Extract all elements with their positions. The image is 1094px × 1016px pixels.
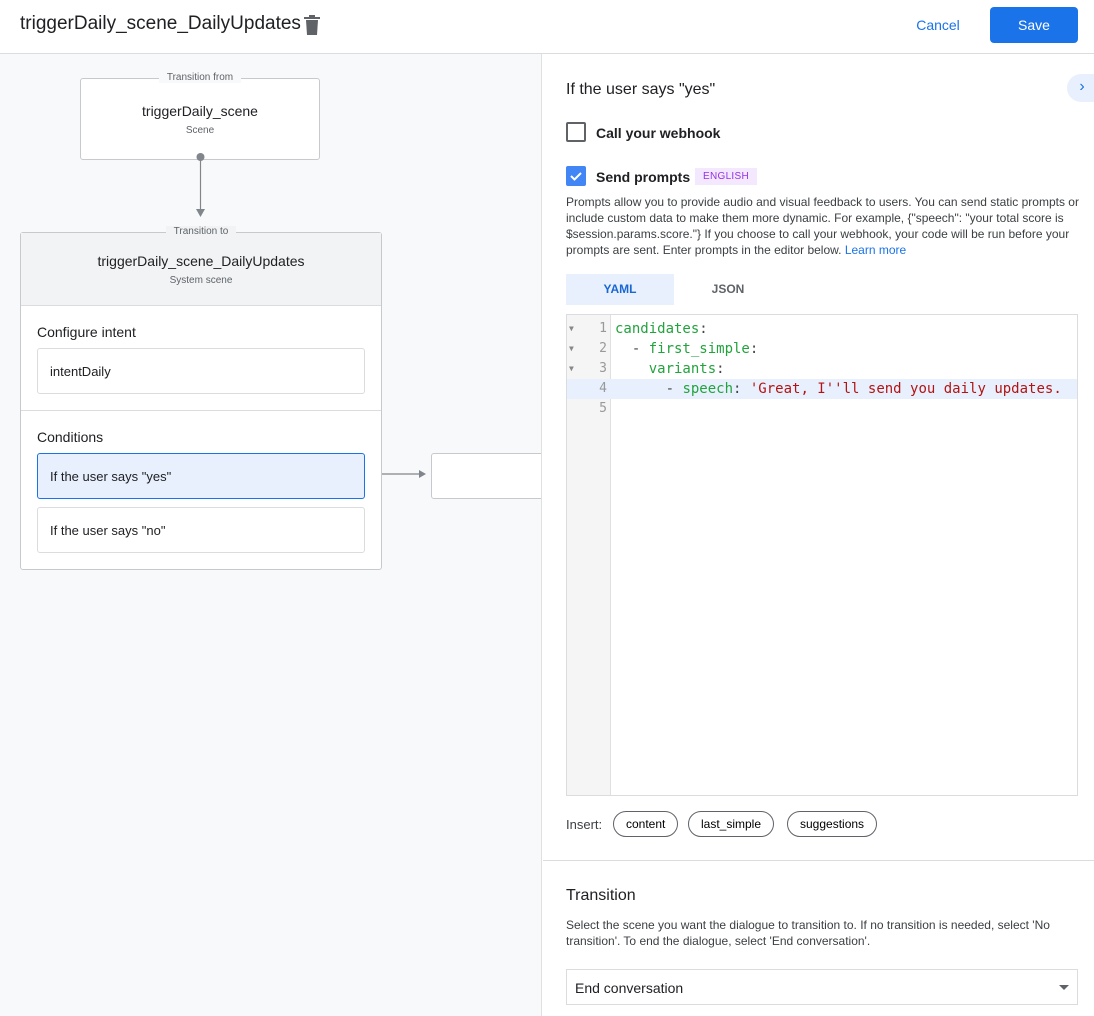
webhook-label: Call your webhook: [596, 125, 721, 141]
code-line: 5: [599, 401, 607, 416]
to-scene-name: triggerDaily_scene_DailyUpdates: [97, 253, 305, 269]
condition-no[interactable]: If the user says "no": [37, 507, 365, 553]
fold-icon[interactable]: ▼: [569, 344, 574, 353]
dropdown-arrow-icon: [1059, 985, 1069, 995]
code-line: ▼3 variants:: [569, 361, 725, 377]
from-scene-name: triggerDaily_scene: [142, 103, 258, 119]
transition-title: Transition: [566, 887, 636, 904]
condition-panel: › If the user says "yes" Call your webho…: [543, 54, 1094, 1016]
insert-label: Insert:: [566, 817, 603, 832]
insert-last-simple-chip[interactable]: last_simple: [688, 811, 775, 837]
learn-more-link[interactable]: Learn more: [844, 243, 907, 257]
configure-intent-heading: Configure intent: [37, 324, 136, 340]
send-prompts-label: Send prompts: [596, 169, 691, 185]
insert-suggestions-chip[interactable]: suggestions: [787, 811, 878, 837]
tab-json[interactable]: JSON: [711, 282, 745, 296]
intent-item[interactable]: intentDaily: [37, 348, 365, 394]
to-scene-type: System scene: [169, 275, 233, 286]
fold-icon[interactable]: ▼: [569, 324, 574, 333]
chevron-right-icon[interactable]: ›: [1067, 74, 1094, 102]
transition-from-legend: Transition from: [158, 72, 242, 83]
prompts-description: Prompts allow you to provide audio and v…: [566, 195, 1079, 257]
target-scene-node[interactable]: [431, 453, 541, 499]
send-prompts-checkbox[interactable]: [566, 166, 586, 186]
insert-content-chip[interactable]: content: [613, 811, 679, 837]
webhook-checkbox[interactable]: [566, 122, 586, 142]
trash-icon[interactable]: [303, 14, 321, 36]
arrow-down-icon: [196, 209, 205, 217]
divider: [543, 860, 1094, 861]
conditions-heading: Conditions: [37, 429, 104, 445]
transition-from-node[interactable]: Transition from triggerDaily_scene Scene: [80, 72, 320, 160]
transition-to-node: triggerDaily_scene_DailyUpdates System s…: [20, 226, 382, 570]
language-badge: ENGLISH: [695, 168, 758, 185]
check-icon: [570, 172, 582, 181]
cancel-button[interactable]: Cancel: [903, 8, 973, 42]
fold-icon[interactable]: ▼: [569, 364, 574, 373]
save-button[interactable]: Save: [990, 7, 1078, 43]
header: triggerDaily_scene_DailyUpdates Cancel S…: [0, 0, 1094, 54]
transition-description: Select the scene you want the dialogue t…: [566, 918, 1050, 948]
condition-yes[interactable]: If the user says "yes": [37, 453, 365, 499]
arrow-right-icon: [419, 470, 426, 478]
page-title: triggerDaily_scene_DailyUpdates: [20, 13, 301, 34]
scene-canvas: Transition from triggerDaily_scene Scene…: [0, 54, 542, 1016]
code-line: 4 - speech: 'Great, I''ll send you daily…: [567, 379, 1077, 399]
transition-select[interactable]: End conversation: [566, 969, 1078, 1005]
code-line: ▼2 - first_simple:: [569, 341, 759, 357]
tab-yaml[interactable]: YAML: [566, 274, 674, 305]
panel-title: If the user says "yes": [566, 81, 716, 98]
transition-to-legend: Transition to: [165, 226, 237, 237]
from-scene-type: Scene: [185, 125, 215, 136]
